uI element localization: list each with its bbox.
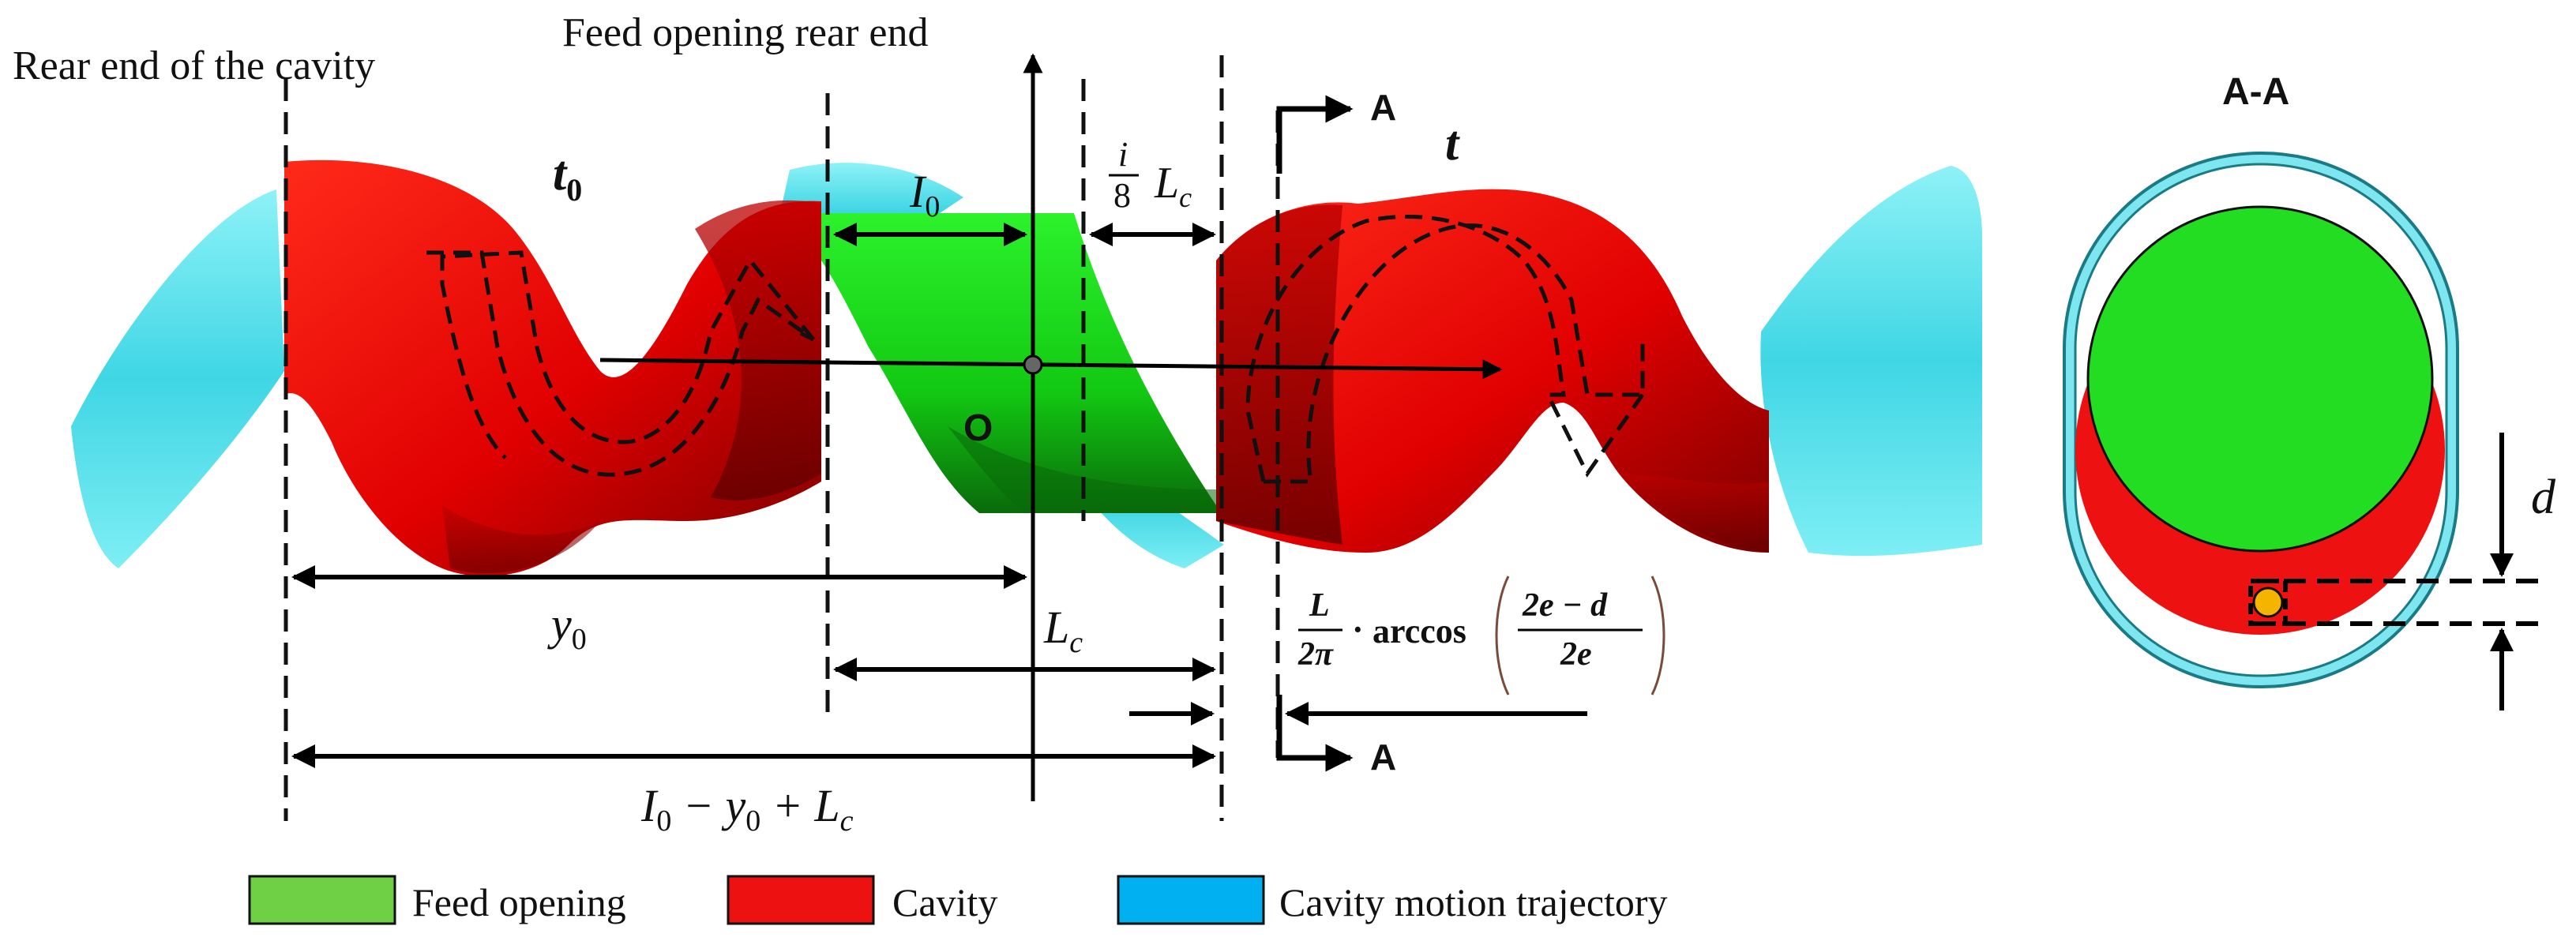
svg-text:Feed opening: Feed opening	[412, 880, 626, 924]
cavity-t0-shade	[695, 200, 821, 500]
t0-label: t0	[553, 147, 582, 208]
section-marker-top: A	[1276, 87, 1396, 174]
svg-text:8: 8	[1113, 176, 1131, 215]
dimensions	[291, 223, 1587, 768]
legend-item-cavity-motion-trajectory: Cavity motion trajectory	[1117, 875, 1668, 925]
rear-cavity-label: Rear end of the cavity	[13, 43, 375, 88]
origin-point	[1023, 354, 1043, 375]
section-d-dimension	[2248, 579, 2539, 626]
cavity-t-shade-right	[1619, 474, 1769, 553]
svg-text:2e: 2e	[1560, 636, 1592, 673]
eighth-Lc-label: i 8 Lc	[1109, 135, 1192, 215]
section-contact-point	[2252, 587, 2284, 618]
svg-text:Cavity motion trajectory: Cavity motion trajectory	[1279, 880, 1668, 924]
svg-text:arccos: arccos	[1372, 612, 1466, 650]
svg-text:·: ·	[1352, 610, 1364, 649]
cavity-t	[1216, 189, 1769, 553]
feed-rear-label: Feed opening rear end	[562, 10, 928, 55]
total-label: I0 − y0 + Lc	[640, 780, 854, 838]
section-marker-bottom: A	[1276, 695, 1396, 778]
section-marker-bottom-label: A	[1370, 737, 1396, 778]
legend: Feed opening Cavity Cavity motion trajec…	[248, 875, 1668, 925]
section-title: A-A	[2222, 71, 2289, 113]
cavity-t-motion-path	[1245, 214, 1645, 484]
trajectory-lobe-left	[71, 189, 284, 568]
feed-opening-shade	[948, 426, 1216, 513]
t-label: t	[1445, 117, 1460, 171]
section-marker-top-label: A	[1370, 87, 1396, 128]
trajectory-lobe-mid	[782, 163, 963, 261]
reference-lines	[284, 55, 1280, 821]
section-green-feed	[2086, 205, 2434, 553]
svg-text:Cavity: Cavity	[892, 880, 997, 924]
legend-item-feed-opening: Feed opening	[248, 875, 626, 925]
svg-text:2π: 2π	[1297, 636, 1334, 673]
section-a-a: A-A d	[2063, 71, 2556, 710]
x-axis	[599, 358, 1503, 380]
origin-label: O	[963, 407, 993, 449]
arccos-formula: L 2π · arccos 2e − d 2e	[1297, 575, 1665, 695]
svg-text:Lc: Lc	[1154, 159, 1192, 213]
svg-text:i: i	[1118, 135, 1128, 174]
y0-label: y0	[547, 598, 587, 656]
cavity-t-shade	[1216, 204, 1342, 545]
d-label: d	[2531, 470, 2556, 524]
trajectory-lobe-right	[1760, 166, 1982, 557]
svg-text:2e − d: 2e − d	[1522, 587, 1608, 624]
cavity-t0-motion-path	[426, 250, 815, 477]
legend-item-cavity: Cavity	[727, 875, 997, 925]
I0-label: I0	[909, 166, 940, 223]
Lc-label: Lc	[1043, 602, 1083, 659]
cavity-t0-shade-low	[442, 505, 600, 574]
cavity-t0	[284, 159, 821, 576]
cavity-t0-body	[284, 159, 821, 576]
svg-text:L: L	[1309, 587, 1330, 624]
